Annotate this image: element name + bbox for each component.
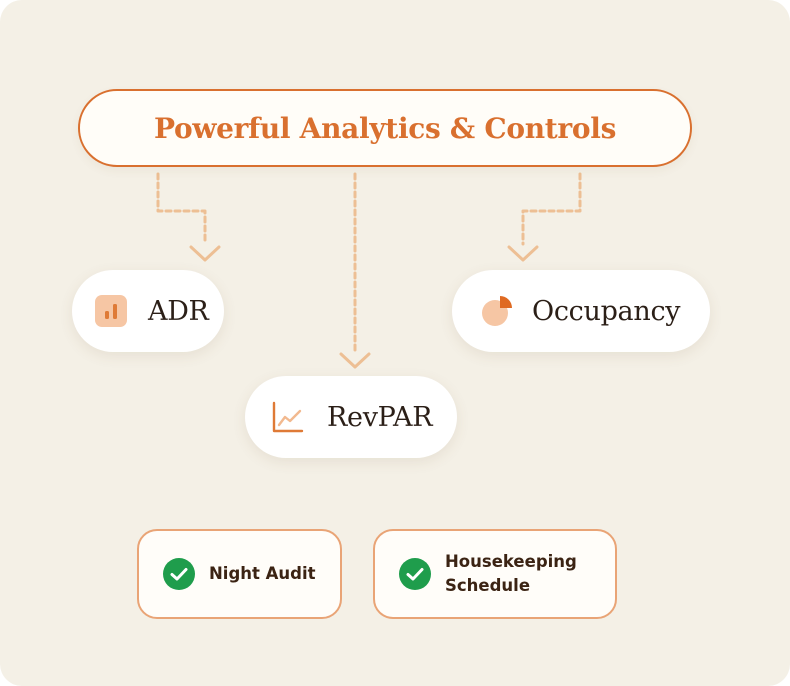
arrowhead-revpar — [339, 352, 371, 369]
task-housekeeping-schedule: Housekeeping Schedule — [373, 529, 617, 619]
metric-label-adr: ADR — [148, 295, 209, 327]
metric-label-occupancy: Occupancy — [532, 295, 681, 327]
metric-adr: ADR — [72, 270, 224, 352]
check-circle-icon — [399, 558, 431, 590]
task-label-housekeeping: Housekeeping Schedule — [445, 552, 577, 595]
diagram-title: Powerful Analytics & Controls — [153, 111, 617, 145]
metric-revpar: RevPAR — [245, 376, 457, 458]
pie-chart-icon — [482, 296, 512, 326]
arrowhead-occupancy — [507, 245, 539, 262]
line-chart-icon — [272, 401, 304, 433]
metric-occupancy: Occupancy — [452, 270, 710, 352]
title-pill: Powerful Analytics & Controls — [78, 89, 692, 167]
arrowhead-adr — [189, 245, 221, 262]
task-label-night-audit: Night Audit — [209, 564, 316, 583]
check-circle-icon — [163, 558, 195, 590]
metric-label-revpar: RevPAR — [327, 401, 433, 433]
connector-adr — [156, 172, 207, 246]
connector-occupancy — [521, 172, 582, 246]
task-night-audit: Night Audit — [137, 529, 342, 619]
bar-chart-icon — [95, 295, 127, 327]
